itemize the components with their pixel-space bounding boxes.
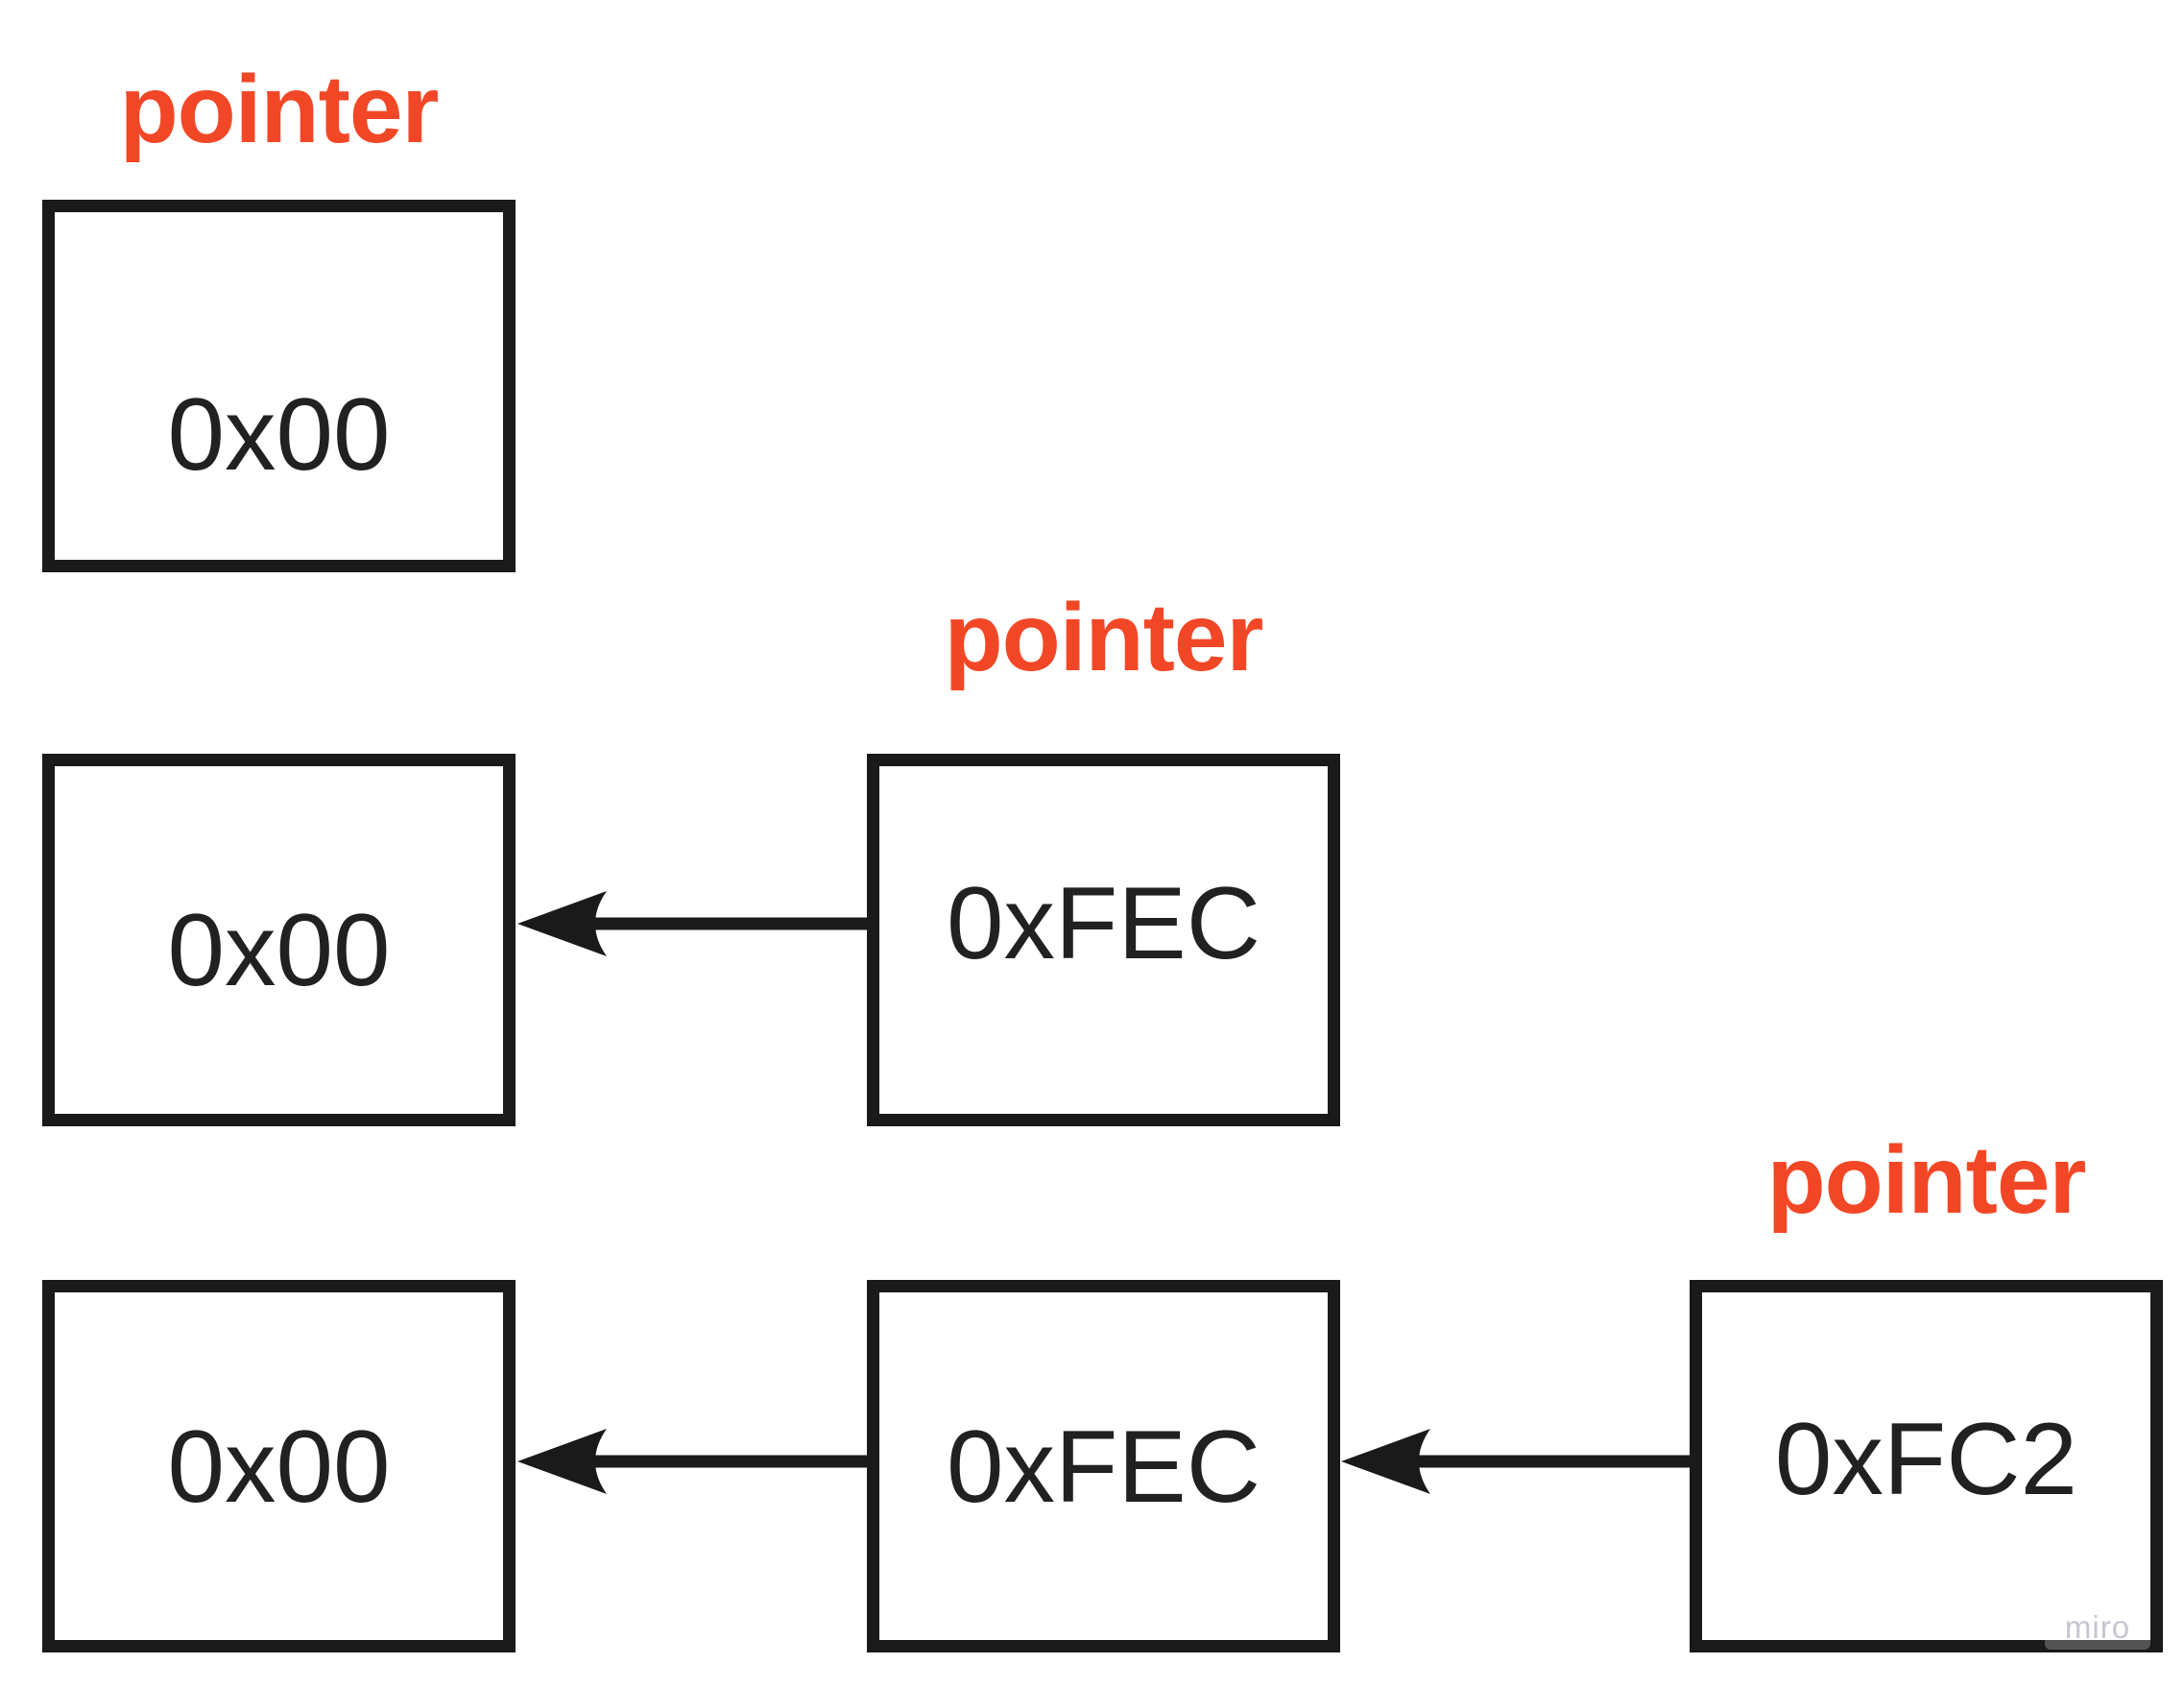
pointer-box-row2-col2: 0xFEC xyxy=(867,754,1340,1126)
pointer-label-row1: pointer xyxy=(119,56,440,163)
box-value: 0x00 xyxy=(167,376,391,492)
memory-box-row1-col1: 0x00 xyxy=(42,200,516,572)
arrow-left-row3-b xyxy=(1341,1429,1694,1494)
box-value: 0xFEC xyxy=(946,865,1260,980)
miro-watermark-logo: miro xyxy=(2045,1605,2150,1650)
arrow-left-row3-a xyxy=(517,1429,870,1494)
box-value: 0xFEC xyxy=(946,1409,1260,1524)
arrow-left-row2 xyxy=(517,891,870,956)
pointer-label-row3: pointer xyxy=(1766,1126,2087,1234)
pointer-box-row3-col3: 0xFC2 xyxy=(1690,1280,2163,1652)
memory-box-row3-col1: 0x00 xyxy=(42,1280,516,1652)
box-value: 0x00 xyxy=(167,892,391,1007)
box-value: 0xFC2 xyxy=(1774,1401,2078,1516)
box-value: 0x00 xyxy=(167,1409,391,1524)
memory-box-row2-col1: 0x00 xyxy=(42,754,516,1126)
pointer-label-row2: pointer xyxy=(944,584,1264,691)
pointer-box-row3-col2: 0xFEC xyxy=(867,1280,1340,1652)
